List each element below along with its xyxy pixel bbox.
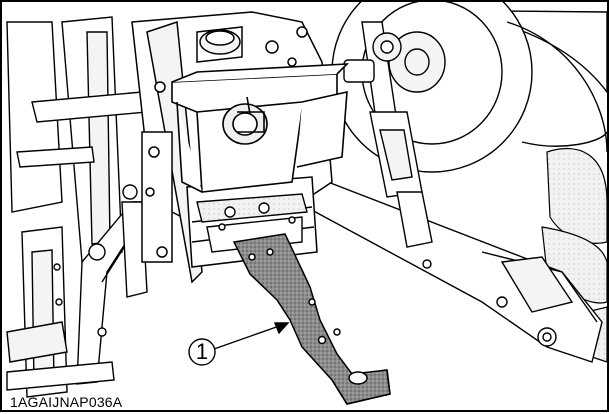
lower-link-right (296, 171, 603, 363)
pto-shield (171, 63, 350, 193)
figure-code: 1AGAIJNAP036A (10, 394, 123, 410)
drawbar (232, 233, 391, 405)
left-linkage (6, 16, 154, 398)
callout-number: 1 (195, 339, 209, 364)
lift-rod-right (343, 21, 433, 248)
callout-leader (213, 322, 290, 350)
callout-circle (188, 338, 216, 366)
